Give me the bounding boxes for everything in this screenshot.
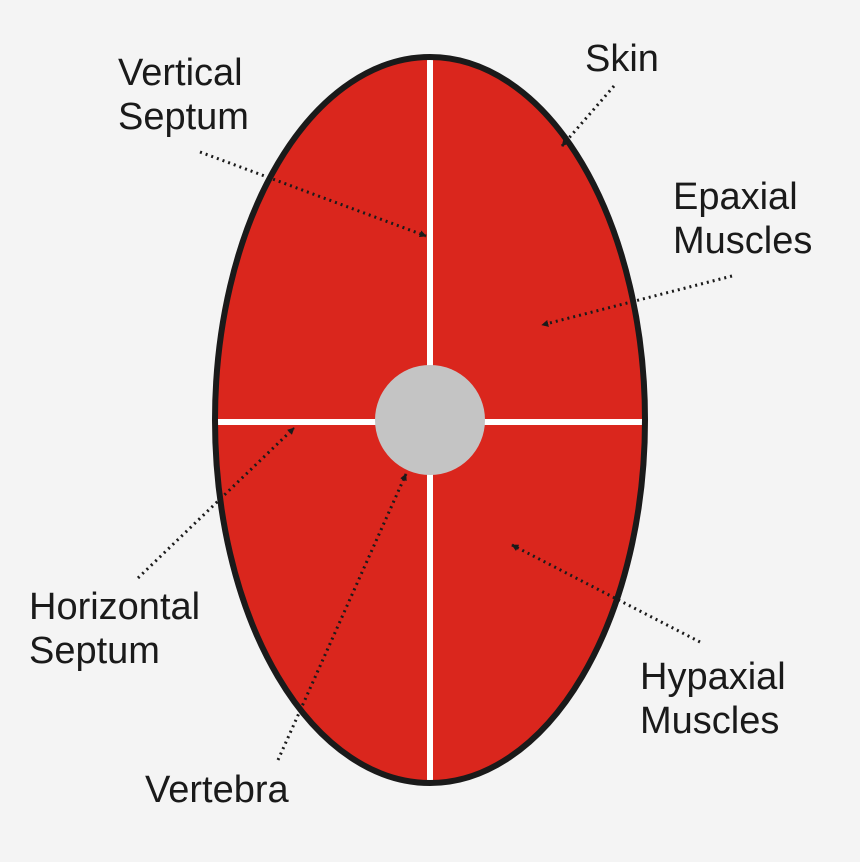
vertical-septum-pointer <box>199 150 427 238</box>
vertical-septum-label-line-1: Vertical <box>118 52 243 94</box>
vertical-septum-label: Vertical Septum <box>118 51 249 139</box>
epaxial-muscles-pointer <box>541 274 733 327</box>
hypaxial-muscles-label-line-1: Hypaxial <box>640 656 786 698</box>
vertebra-pointer <box>276 473 408 761</box>
skin-label-text: Skin <box>585 38 659 80</box>
epaxial-muscles-label: Epaxial Muscles <box>673 175 812 263</box>
hypaxial-muscles-label: Hypaxial Muscles <box>640 655 786 743</box>
vertebra-label: Vertebra <box>145 768 289 812</box>
horizontal-septum-label-line-1: Horizontal <box>29 586 201 628</box>
horizontal-septum-label: Horizontal Septum <box>29 585 200 673</box>
horizontal-septum-label-line-2: Septum <box>29 630 160 672</box>
skin-pointer <box>560 85 616 147</box>
vertebra-label-text: Vertebra <box>145 769 289 811</box>
skin-outline <box>212 54 648 786</box>
vertebra-disc <box>375 365 485 475</box>
horizontal-septum-pointer <box>136 426 296 580</box>
skin-label: Skin <box>585 37 659 81</box>
epaxial-muscles-label-line-2: Muscles <box>673 220 813 262</box>
vertical-septum-label-line-2: Septum <box>118 96 249 138</box>
hypaxial-muscles-label-line-2: Muscles <box>640 700 780 742</box>
epaxial-muscles-label-line-1: Epaxial <box>673 176 798 218</box>
